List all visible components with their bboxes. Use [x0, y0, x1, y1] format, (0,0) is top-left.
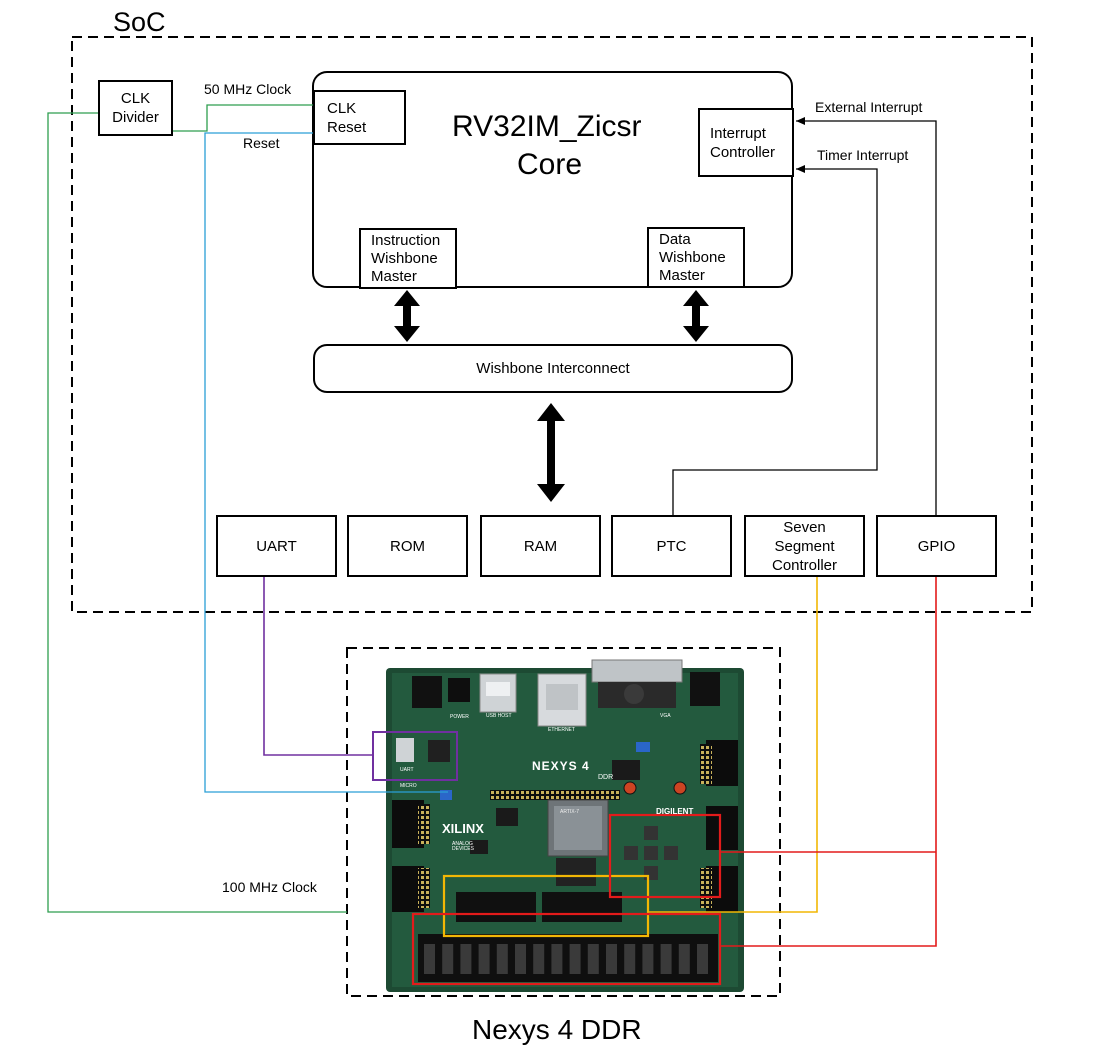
- ptc-box: PTC: [611, 515, 732, 577]
- uart-box: UART: [216, 515, 337, 577]
- board-switch: [569, 944, 581, 974]
- reset-label: Reset: [243, 135, 280, 151]
- board-analog-logo: ANALOG DEVICES: [452, 841, 474, 852]
- gpio-box: GPIO: [876, 515, 997, 577]
- board-ethernet-label: ETHERNET: [548, 727, 575, 733]
- seven-segment-line: [648, 577, 818, 913]
- board-artix-label: ARTIX-7: [560, 809, 580, 815]
- board-switch: [478, 944, 490, 974]
- seven-segment-box: Seven Segment Controller: [744, 515, 865, 577]
- clk-100mhz-line: [47, 112, 347, 913]
- board-switch: [515, 944, 526, 974]
- board-switch: [642, 944, 654, 974]
- seven-segment-label: Seven Segment Controller: [771, 518, 838, 574]
- wishbone-interconnect-box: Wishbone Interconnect: [313, 344, 793, 393]
- board-switch: [551, 944, 563, 974]
- interrupt-controller-label: Interrupt Controller: [710, 124, 776, 161]
- instruction-master-box: Instruction Wishbone Master: [359, 228, 457, 289]
- instruction-bus-arrow: [394, 290, 420, 342]
- clk-100mhz-label: 100 MHz Clock: [222, 879, 317, 895]
- gpio-switches-highlight: [411, 912, 722, 986]
- board-usb-host-label: USB HOST: [486, 713, 512, 719]
- core-title-line2: Core: [517, 148, 583, 181]
- interrupt-controller-box: Interrupt Controller: [698, 108, 794, 177]
- external-interrupt-label: External Interrupt: [815, 99, 923, 115]
- external-interrupt-line: [796, 117, 937, 515]
- board-micro-label: MICRO: [400, 783, 417, 789]
- board-xilinx-logo: XILINX: [442, 821, 484, 836]
- uart-line: [263, 577, 373, 756]
- data-bus-arrow: [683, 290, 709, 342]
- data-master-box: Data Wishbone Master: [647, 227, 745, 288]
- uart-label: UART: [256, 537, 297, 555]
- clk-reset-box: CLK Reset: [313, 90, 406, 145]
- peripheral-bus-arrow: [537, 403, 565, 502]
- board-ddr-logo: DDR: [598, 774, 614, 781]
- clk-50mhz-label: 50 MHz Clock: [204, 81, 292, 97]
- board-switch: [533, 944, 545, 974]
- nexys-board-image: [386, 659, 744, 992]
- uart-highlight: [372, 731, 458, 781]
- board-switch: [460, 944, 472, 974]
- core-title-line1: RV32IM_Zicsr: [452, 110, 642, 143]
- board-switch: [660, 944, 672, 974]
- wishbone-interconnect-label: Wishbone Interconnect: [476, 360, 630, 377]
- gpio-buttons-highlight: [608, 813, 722, 899]
- ram-label: RAM: [523, 537, 558, 555]
- board-digilent-logo: DIGILENT: [656, 807, 694, 816]
- clk-50mhz-line: [172, 104, 315, 132]
- board-switch: [587, 944, 599, 974]
- clk-divider-box: CLK Divider: [98, 80, 173, 136]
- board-switch: [678, 944, 690, 974]
- soc-title: SoC: [113, 7, 166, 37]
- board-power-label: POWER: [450, 714, 469, 720]
- ram-box: RAM: [480, 515, 601, 577]
- timer-interrupt-label: Timer Interrupt: [817, 147, 909, 163]
- board-switch: [697, 944, 708, 974]
- reset-line: [204, 132, 448, 793]
- board-switch: [424, 944, 435, 974]
- board-switch: [624, 944, 636, 974]
- board-nexys-logo: NEXYS 4: [532, 759, 590, 773]
- data-master-label: Data Wishbone Master: [659, 230, 726, 284]
- rom-label: ROM: [390, 537, 425, 555]
- timer-interrupt-line: [672, 165, 878, 515]
- ptc-label: PTC: [656, 537, 687, 555]
- board-border: [346, 647, 781, 997]
- clk-divider-label: CLK Divider: [112, 90, 159, 126]
- board-title: Nexys 4 DDR: [472, 1014, 642, 1045]
- board-vga-label: VGA: [660, 713, 671, 719]
- board-switch: [496, 944, 508, 974]
- instruction-master-label: Instruction Wishbone Master: [371, 231, 441, 285]
- seven-segment-highlight: [442, 874, 650, 938]
- rom-box: ROM: [347, 515, 468, 577]
- board-switch: [606, 944, 617, 974]
- soc-border: [71, 36, 1033, 613]
- clk-reset-label: CLK Reset: [327, 99, 367, 136]
- gpio-label: GPIO: [917, 537, 956, 555]
- board-switch: [442, 944, 454, 974]
- gpio-line: [720, 577, 937, 947]
- board-uart-label: UART: [400, 767, 414, 773]
